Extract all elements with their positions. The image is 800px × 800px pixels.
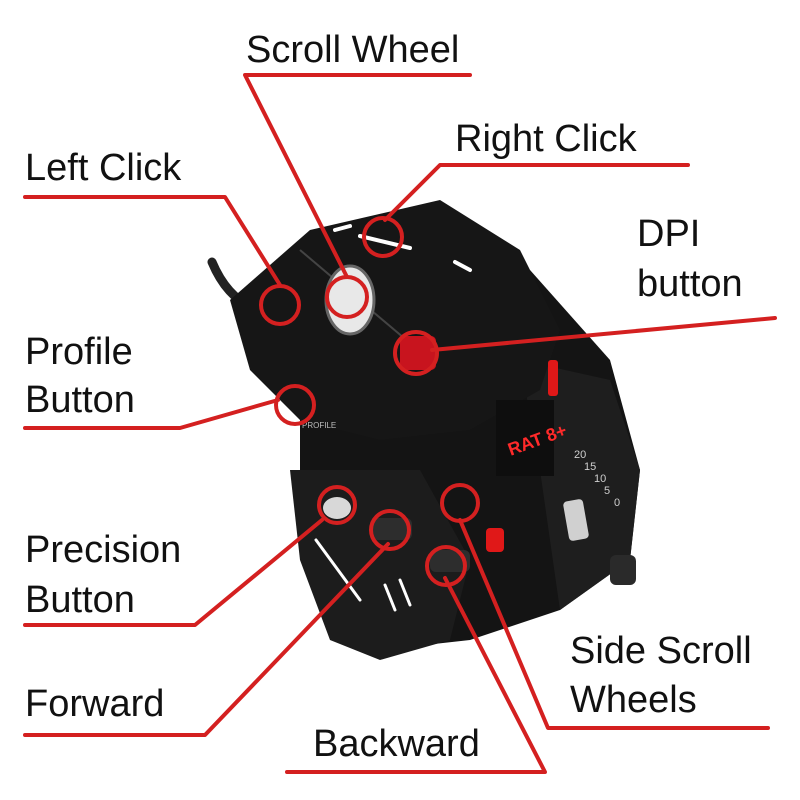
callout-circle-dpi bbox=[393, 330, 439, 376]
scale-tick-label: 5 bbox=[604, 485, 610, 497]
leader-lines bbox=[23, 73, 777, 774]
side-highlight bbox=[314, 538, 412, 612]
side-accent-light bbox=[486, 528, 504, 552]
scale-tick-label: 15 bbox=[584, 461, 596, 473]
leader-line-backward bbox=[285, 576, 547, 774]
palm-highlight bbox=[563, 499, 589, 541]
scale-tick-label: 20 bbox=[574, 449, 586, 461]
leader-line-scroll-wheel bbox=[243, 73, 472, 279]
dpi-button-shape bbox=[400, 336, 436, 370]
label-side-scroll-line1: Side Scroll bbox=[570, 630, 752, 672]
leader-line-profile bbox=[23, 398, 280, 430]
callout-circle-precision bbox=[317, 485, 357, 525]
rear-accent-light bbox=[548, 360, 558, 396]
label-right-click: Right Click bbox=[455, 118, 637, 160]
callout-circle-profile bbox=[274, 384, 316, 426]
label-dpi-line1: DPI bbox=[637, 213, 701, 255]
leader-line-forward bbox=[23, 542, 390, 737]
scale-tick-label: 0 bbox=[614, 497, 620, 509]
callout-circle-forward bbox=[369, 509, 411, 551]
callout-circle-side-scroll bbox=[440, 483, 480, 523]
label-side-scroll-line2: Wheels bbox=[570, 679, 697, 721]
precision-button-shape bbox=[323, 497, 351, 519]
leader-line-precision bbox=[23, 518, 324, 627]
label-scroll-wheel: Scroll Wheel bbox=[246, 29, 460, 71]
scale-tick-label: 10 bbox=[594, 473, 606, 485]
leader-line-side-scroll bbox=[458, 518, 770, 730]
label-backward: Backward bbox=[313, 723, 480, 765]
dpi-scale: 20 15 10 5 0 bbox=[574, 449, 620, 509]
forward-button-shape bbox=[372, 518, 412, 540]
leader-line-dpi bbox=[430, 316, 777, 352]
leader-line-right-click bbox=[383, 163, 690, 222]
callout-circle-scroll-wheel bbox=[325, 275, 369, 319]
label-precision-line1: Precision bbox=[25, 529, 182, 571]
logo-panel bbox=[496, 400, 554, 476]
label-profile-line2: Button bbox=[25, 379, 135, 421]
label-dpi-line2: button bbox=[637, 263, 743, 305]
label-precision-line2: Button bbox=[25, 579, 135, 621]
callout-circle-left-click bbox=[259, 284, 301, 326]
label-forward: Forward bbox=[25, 683, 165, 725]
profile-marking: PROFILE bbox=[302, 421, 336, 430]
callout-circles bbox=[259, 216, 480, 587]
callout-circle-backward bbox=[425, 545, 467, 587]
adjustment-knob bbox=[610, 555, 636, 585]
leader-line-left-click bbox=[23, 195, 282, 287]
label-left-click: Left Click bbox=[25, 147, 182, 189]
label-profile-line1: Profile bbox=[25, 331, 133, 373]
callout-circle-right-click bbox=[362, 216, 404, 258]
